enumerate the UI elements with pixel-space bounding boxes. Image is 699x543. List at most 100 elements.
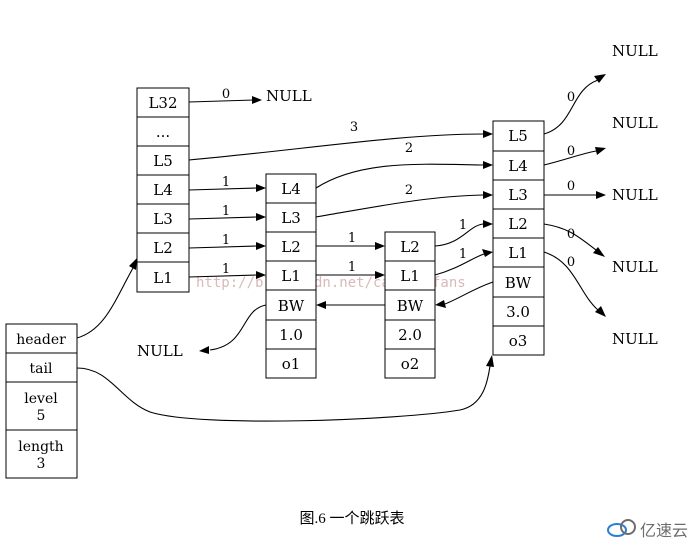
null-o1-backward: NULL — [137, 342, 183, 360]
null-o3-l3: NULL — [612, 186, 658, 204]
edge-list-header — [76, 267, 134, 339]
o3-l4-label: L4 — [508, 157, 528, 175]
o2-obj-label: o2 — [401, 355, 420, 373]
arrowhead-o1-bw — [199, 346, 209, 354]
label-o3-l4: 0 — [567, 144, 575, 159]
label-o2-l2: 1 — [459, 218, 467, 233]
edge-o3-l2-null — [543, 223, 597, 251]
list-level-value: 5 — [37, 408, 46, 424]
o3-obj — [492, 325, 545, 356]
null-o3-l4: NULL — [612, 114, 658, 132]
o1-obj-label: o1 — [282, 355, 301, 373]
o1-score-label: 1.0 — [279, 326, 303, 344]
edge-header-l1-o1 — [188, 274, 257, 278]
list-length-label: length — [18, 439, 63, 455]
o1-l4-label: L4 — [281, 180, 301, 198]
o1-level-l4 — [265, 173, 317, 204]
edge-o1-bw-null — [209, 304, 267, 351]
label-header-l2: 1 — [222, 233, 230, 248]
arrowhead-header-l3 — [256, 213, 266, 221]
o1-obj — [265, 348, 317, 379]
list-length-field — [5, 429, 78, 479]
label-o1-l3: 2 — [405, 183, 413, 198]
edge-list-tail — [76, 365, 491, 422]
label-o3-l1: 0 — [567, 255, 575, 270]
list-length-value: 3 — [37, 456, 46, 472]
label-o1-l4: 2 — [405, 141, 413, 156]
header-l3-label: L3 — [153, 210, 173, 228]
arrowhead-o3-bw — [435, 300, 446, 308]
list-level-label: level — [24, 391, 58, 407]
edge-o1-l3-o3 — [315, 194, 484, 218]
header-node: L32 ... L5 L4 L3 L2 L1 — [136, 87, 190, 293]
o3-score-label: 3.0 — [506, 303, 530, 321]
o2-level-l2 — [384, 231, 436, 262]
o1-l3-label: L3 — [281, 209, 301, 227]
arrowhead-list-tail — [486, 355, 494, 367]
o1-bw-label: BW — [278, 297, 305, 315]
label-o3-l5: 0 — [567, 90, 575, 105]
o2-l2-label: L2 — [400, 238, 420, 256]
label-header-l1: 1 — [222, 262, 230, 277]
edge-o3-l1-null — [543, 251, 599, 311]
list-tail-field — [5, 352, 78, 383]
list-struct: header tail level 5 length 3 — [5, 323, 78, 479]
label-header-l32: 0 — [222, 87, 230, 102]
header-l4-label: L4 — [153, 181, 173, 199]
o3-obj-label: o3 — [509, 332, 528, 350]
edge-o3-l4-null — [543, 150, 597, 166]
edge-labels: 0 3 1 1 1 1 2 2 1 1 1 1 0 0 0 0 0 — [222, 87, 575, 277]
o1-level-l1 — [265, 260, 317, 291]
list-header-label: header — [16, 332, 66, 348]
arrowhead-header-l5 — [483, 130, 493, 138]
edge-o1-l4-o3 — [315, 163, 484, 189]
arrowhead-o1-l4 — [483, 161, 493, 169]
arrowhead-header-l2 — [256, 242, 266, 250]
header-l5-label: L5 — [153, 152, 173, 170]
edge-o2-l2-o3 — [434, 223, 484, 247]
o3-level-l2 — [492, 208, 545, 239]
arrowhead-o3-l5 — [594, 74, 606, 83]
figure-caption: 图.6 一个跳跃表 — [299, 510, 404, 527]
label-o1-l1: 1 — [348, 260, 356, 275]
brand-cloud-icon — [607, 519, 636, 537]
o3-bw-label: BW — [505, 274, 532, 292]
label-header-l3: 1 — [222, 204, 230, 219]
arrowhead-header-l4 — [256, 184, 266, 192]
arrowhead-header-l32 — [252, 96, 262, 104]
arrowhead-o2-bw — [316, 301, 326, 309]
edge-header-l2-o1 — [188, 245, 257, 249]
o2-bw-label: BW — [397, 297, 424, 315]
o2-obj — [384, 348, 436, 379]
arrowhead-o3-l1 — [595, 306, 606, 317]
header-l2-label: L2 — [153, 239, 173, 257]
header-l32-label: L32 — [148, 94, 177, 112]
null-o3-l1: NULL — [612, 330, 658, 348]
node-o3: L5 L4 L3 L2 L1 BW 3.0 o3 — [492, 120, 545, 356]
edge-o3-bw-o2 — [444, 281, 494, 305]
label-o2-l1: 1 — [459, 247, 467, 262]
arrowhead-o1-l3 — [483, 191, 493, 199]
header-level-l2 — [136, 232, 190, 263]
o3-level-l1 — [492, 237, 545, 268]
edges — [76, 74, 606, 422]
o3-l5-label: L5 — [508, 127, 528, 145]
o1-l1-label: L1 — [281, 267, 301, 285]
edge-header-l32-null — [188, 99, 255, 103]
o1-score — [265, 319, 317, 350]
o3-level-l5 — [492, 120, 545, 152]
edge-header-l4-o1 — [188, 187, 257, 191]
node-o1: L4 L3 L2 L1 BW 1.0 o1 — [265, 173, 317, 379]
o2-score — [384, 319, 436, 350]
node-o2: L2 L1 BW 2.0 o2 — [384, 231, 436, 379]
header-level-l5 — [136, 145, 190, 176]
edge-header-l3-o1 — [188, 216, 257, 220]
edge-o2-l1-o3 — [434, 253, 485, 276]
arrowhead-o2-l1 — [482, 249, 493, 257]
header-l1-label: L1 — [153, 269, 173, 287]
o3-l3-label: L3 — [508, 186, 528, 204]
label-o1-l2: 1 — [348, 231, 356, 246]
arrowhead-o3-l2 — [593, 247, 605, 257]
brand-name: 亿速云 — [640, 521, 688, 540]
edge-o3-l5-null — [543, 79, 599, 135]
